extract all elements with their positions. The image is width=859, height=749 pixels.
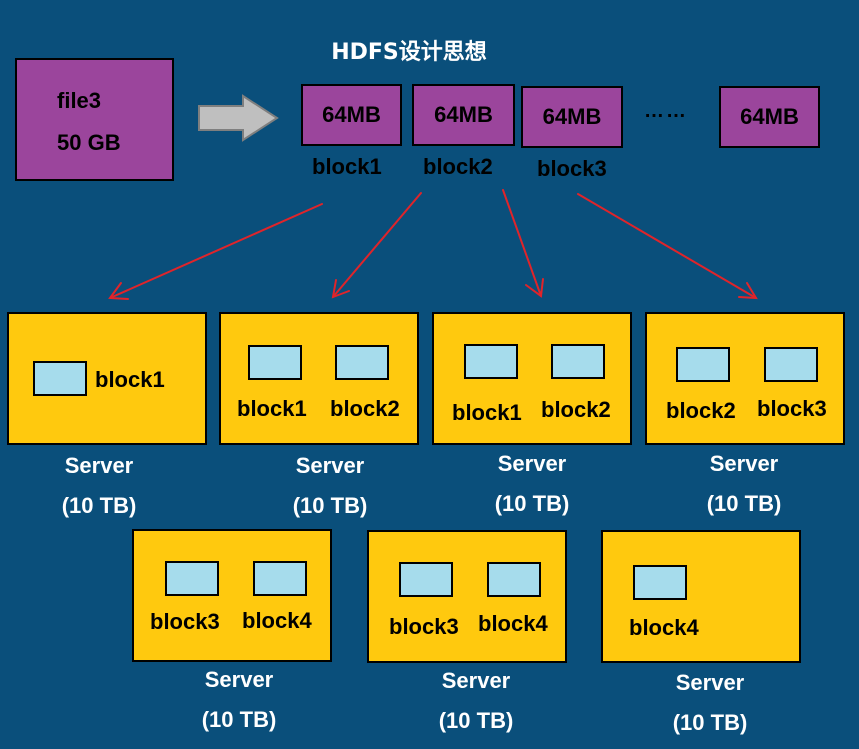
block-size: 64MB (542, 104, 602, 129)
server-2: block1 block2 (219, 312, 419, 445)
arrow-head (525, 278, 544, 298)
chip-label: block3 (757, 396, 827, 421)
arrow-block2-server2 (332, 192, 422, 298)
chip-label: block4 (629, 615, 699, 640)
server-capacity: (10 TB) (438, 708, 514, 733)
server-4: block2 block3 (645, 312, 845, 445)
arrow-block3-server4 (577, 193, 757, 299)
block-box-1: 64MB (301, 84, 402, 146)
server-1-caption: Server (10 TB) (9, 446, 189, 526)
arrow-head (331, 279, 350, 299)
block-chip (764, 347, 818, 382)
arrow-block1-server1 (109, 203, 323, 299)
ellipsis: …… (644, 100, 688, 122)
arrow-head (108, 282, 129, 300)
chip-label: block1 (237, 396, 307, 421)
server-1: block1 (7, 312, 207, 445)
block-chip (335, 345, 389, 380)
block-label-1: block1 (312, 154, 382, 179)
server-3-caption: Server (10 TB) (442, 444, 622, 524)
server-capacity: (10 TB) (201, 707, 277, 732)
file-name: file3 (57, 88, 102, 113)
chip-label: block3 (150, 609, 220, 634)
block-box-3: 64MB (521, 86, 623, 148)
block-box-4: 64MB (719, 86, 820, 148)
block-size: 64MB (740, 104, 799, 129)
block-chip (33, 361, 87, 396)
chip-label: block2 (666, 398, 736, 423)
server-2-caption: Server (10 TB) (240, 446, 420, 526)
server-name: Server (675, 670, 745, 695)
file-box: file3 50 GB (15, 58, 174, 181)
server-6: block3 block4 (367, 530, 567, 663)
server-capacity: (10 TB) (494, 491, 570, 516)
diagram-title: HDFS设计思想 (331, 40, 487, 65)
server-name: Server (64, 453, 134, 478)
block-label-3: block3 (537, 156, 607, 181)
chip-label: block1 (452, 400, 522, 425)
server-capacity: (10 TB) (706, 491, 782, 516)
server-5-caption: Server (10 TB) (149, 660, 329, 740)
block-size: 64MB (322, 102, 381, 127)
block-chip (487, 562, 541, 597)
server-7-caption: Server (10 TB) (620, 663, 800, 743)
server-capacity: (10 TB) (672, 710, 748, 735)
chip-label: block4 (478, 611, 548, 636)
split-arrow-icon (198, 94, 279, 142)
arrow-block2-server3 (502, 189, 542, 297)
block-box-2: 64MB (412, 84, 515, 146)
chip-label: block2 (330, 396, 400, 421)
block-size: 64MB (434, 102, 493, 127)
block-chip (165, 561, 219, 596)
block-chip (248, 345, 302, 380)
block-chip (464, 344, 518, 379)
server-6-caption: Server (10 TB) (386, 661, 566, 741)
server-name: Server (441, 668, 511, 693)
server-5: block3 block4 (132, 529, 332, 662)
chip-label: block2 (541, 397, 611, 422)
server-name: Server (709, 451, 779, 476)
server-name: Server (497, 451, 567, 476)
chip-label: block3 (389, 614, 459, 639)
block-chip (676, 347, 730, 382)
server-capacity: (10 TB) (61, 493, 137, 518)
block-chip (253, 561, 307, 596)
block-chip (399, 562, 453, 597)
server-3: block1 block2 (432, 312, 632, 445)
block-chip (551, 344, 605, 379)
file-size: 50 GB (57, 130, 121, 155)
block-chip (633, 565, 687, 600)
server-name: Server (295, 453, 365, 478)
server-4-caption: Server (10 TB) (654, 444, 834, 524)
server-7: block4 (601, 530, 801, 663)
arrow-head (738, 282, 758, 300)
server-name: Server (204, 667, 274, 692)
chip-label: block1 (95, 367, 165, 392)
chip-label: block4 (242, 608, 312, 633)
block-label-2: block2 (423, 154, 493, 179)
server-capacity: (10 TB) (292, 493, 368, 518)
